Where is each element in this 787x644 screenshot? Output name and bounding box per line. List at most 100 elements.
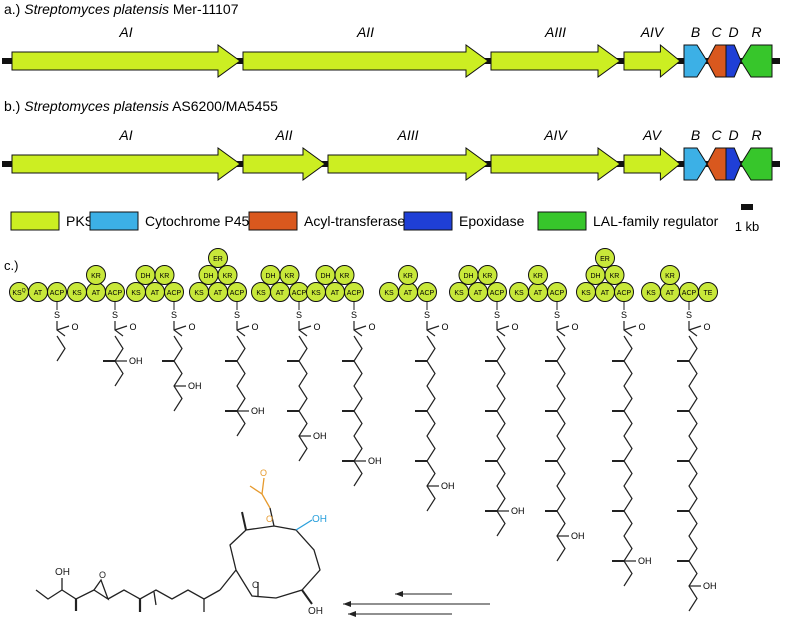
module-4-dh-label: DH bbox=[203, 273, 213, 280]
module-8-acp-label: ACP bbox=[490, 290, 505, 297]
module-4-acp-label: ACP bbox=[230, 290, 245, 297]
module-11-oxygen: O bbox=[703, 322, 710, 332]
panel-b-gene-av-label: AV bbox=[642, 127, 663, 143]
tertiary-oh-bond bbox=[295, 519, 313, 531]
module-6-kr-domain bbox=[334, 265, 355, 285]
module-5-kr-label: KR bbox=[285, 273, 295, 280]
acetate-o-label: O bbox=[266, 514, 273, 524]
panel-a-gene-ai-arrow bbox=[11, 44, 241, 78]
acetyl-group bbox=[249, 485, 271, 509]
module-11-at-label: AT bbox=[666, 290, 675, 297]
module-3-kr-domain bbox=[154, 265, 175, 285]
panel-a-gene-c-arrow bbox=[706, 44, 727, 78]
module-10-sulfur: S bbox=[621, 310, 627, 320]
module-2-at-label: AT bbox=[92, 290, 101, 297]
module-3-hydroxyl: OH bbox=[188, 381, 202, 391]
module-6-oxygen: O bbox=[368, 322, 375, 332]
module-1-acp-label: ACP bbox=[50, 290, 65, 297]
module-8-oxygen: O bbox=[511, 322, 518, 332]
module-8-kr-label: KR bbox=[483, 273, 493, 280]
panel-a-gene-aii-arrow bbox=[242, 44, 489, 78]
panel-b-gene-r-label: R bbox=[751, 127, 761, 143]
module-5-carbonyl bbox=[298, 325, 312, 331]
scale-bar-mark bbox=[741, 204, 753, 210]
module-4-er-label: ER bbox=[213, 256, 223, 263]
legend-label-p450: Cytochrome P450 bbox=[145, 213, 257, 229]
module-7-acp-label: ACP bbox=[420, 290, 435, 297]
scale-bar-label: 1 kb bbox=[735, 219, 760, 234]
module-10-dh-label: DH bbox=[590, 273, 600, 280]
reaction-arrowhead-1 bbox=[395, 591, 403, 597]
legend-swatch-lal bbox=[537, 211, 587, 231]
module-1-sulfur: S bbox=[54, 310, 60, 320]
module-7-sulfur: S bbox=[424, 310, 430, 320]
panel-a-gene-aiii-label: AIII bbox=[544, 24, 566, 40]
module-6-ks-label: KS bbox=[311, 290, 321, 297]
module-4-kr-domain bbox=[217, 265, 238, 285]
module-2-acp-domain bbox=[105, 282, 125, 302]
panel-a-gene-r-label: R bbox=[751, 24, 761, 40]
module-11-hydroxyl: OH bbox=[703, 581, 717, 591]
module-9-carbonyl bbox=[556, 325, 570, 331]
module-7-hydroxyl: OH bbox=[441, 481, 455, 491]
panel-a-gene-b-arrow bbox=[683, 44, 708, 78]
module-4-hydroxyl: OH bbox=[251, 406, 265, 416]
scale-bar: 1 kb bbox=[735, 204, 760, 234]
module-10-acp-domain bbox=[614, 282, 634, 302]
panel-a-title: a.) Streptomyces platensis Mer-11107 bbox=[4, 1, 239, 17]
module-10-kr-label: KR bbox=[610, 273, 620, 280]
module-2-hydroxyl: OH bbox=[129, 356, 143, 366]
module-1-acp-domain bbox=[47, 282, 67, 302]
panel-a-gene-d-label: D bbox=[728, 24, 738, 40]
module-5-oxygen: O bbox=[313, 322, 320, 332]
acetyl-carbonyl bbox=[261, 477, 265, 495]
module-2-oxygen: O bbox=[129, 322, 136, 332]
module-9-kr-label: KR bbox=[533, 273, 543, 280]
panel-b-gene-aiii-label: AIII bbox=[396, 127, 418, 143]
module-4-kr-label: KR bbox=[223, 273, 233, 280]
reaction-arrows bbox=[343, 591, 490, 617]
module-7-at-label: AT bbox=[404, 290, 413, 297]
module-6-carbonyl bbox=[353, 325, 367, 331]
module-10-oxygen: O bbox=[638, 322, 645, 332]
module-6-sulfur: S bbox=[351, 310, 357, 320]
tertiary-oh-label: OH bbox=[312, 514, 327, 525]
module-10-chain bbox=[623, 335, 633, 587]
module-11-acp-label: ACP bbox=[682, 290, 697, 297]
module-10-carbonyl bbox=[623, 325, 637, 331]
module-4-er-domain bbox=[208, 248, 228, 268]
module-6-hydroxyl: OH bbox=[368, 456, 382, 466]
module-9-sulfur: S bbox=[554, 310, 560, 320]
module-1-at-label: AT bbox=[34, 290, 43, 297]
final-product-labels: OH O O O O OH OH bbox=[55, 468, 327, 617]
module-11-kr-domain bbox=[660, 265, 680, 285]
panel-b-gene-d-label: D bbox=[728, 127, 738, 143]
diene-double-1 bbox=[153, 591, 157, 606]
module-6-dh-label: DH bbox=[320, 273, 330, 280]
panel-b-gene-aii-label: AII bbox=[274, 127, 292, 143]
module-5-kr-domain bbox=[279, 265, 300, 285]
module-3-kr-label: KR bbox=[160, 273, 170, 280]
module-9-hydroxyl: OH bbox=[571, 531, 585, 541]
module-6-acp-domain bbox=[344, 282, 364, 302]
module-5-hydroxyl: OH bbox=[313, 431, 327, 441]
module-10-er-label: ER bbox=[600, 256, 610, 263]
final-product-structure bbox=[35, 477, 321, 612]
panel-a-gene-c-label: C bbox=[711, 24, 722, 40]
module-11-sulfur: S bbox=[686, 310, 692, 320]
module-7-kr-domain bbox=[398, 265, 418, 285]
module-8-dh-label: DH bbox=[463, 273, 473, 280]
module-6-at-label: AT bbox=[331, 290, 340, 297]
module-2-kr-domain bbox=[86, 265, 106, 285]
module-10-er-domain bbox=[595, 248, 615, 268]
module-7-chain bbox=[426, 335, 436, 512]
module-11-te-domain bbox=[698, 282, 718, 302]
